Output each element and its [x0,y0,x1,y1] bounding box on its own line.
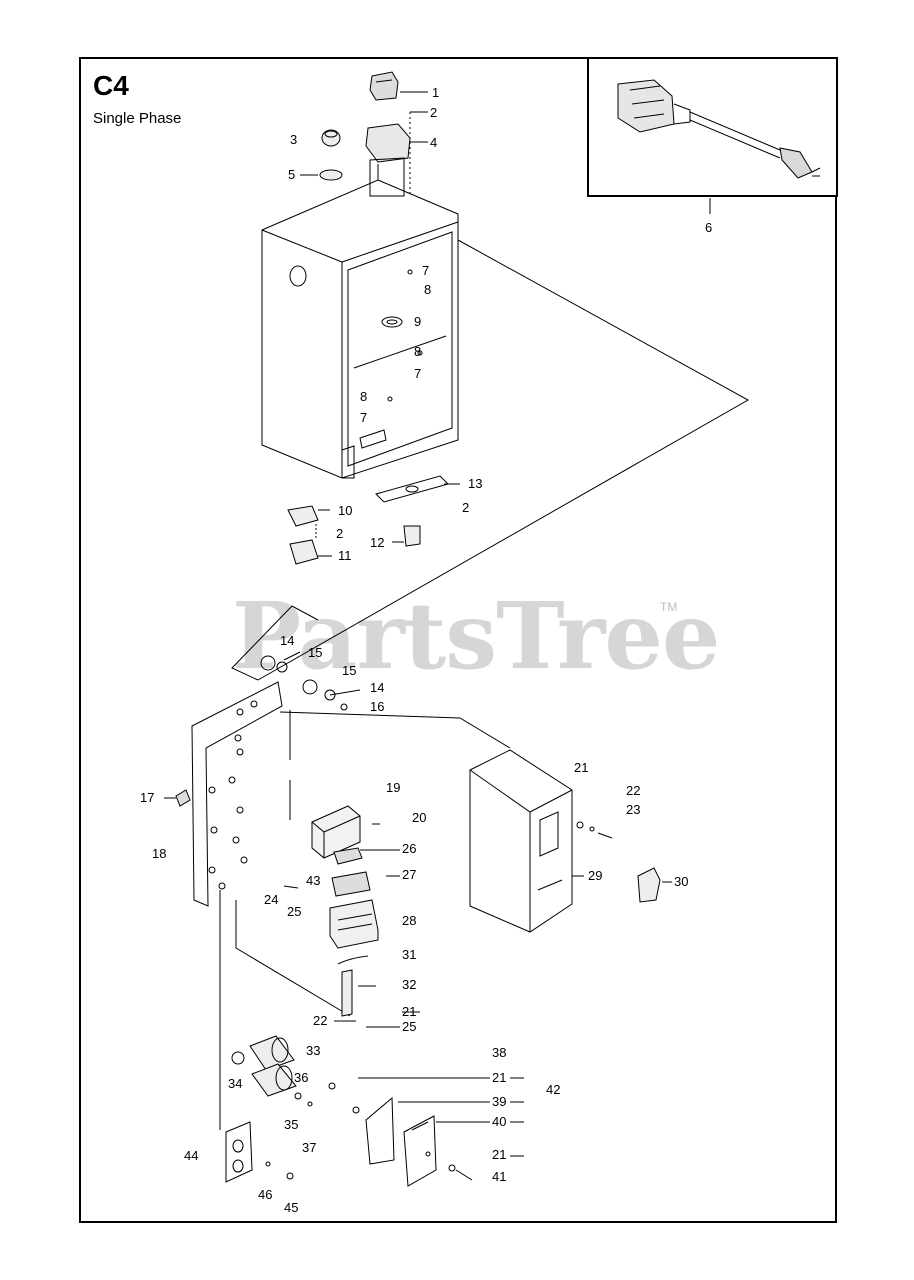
callout-6: 6 [705,220,713,235]
callout-8c: 8 [360,389,368,404]
callout-19: 19 [386,780,401,795]
callout-14: 14 [280,633,295,648]
callout-40: 40 [492,1114,507,1129]
watermark-trademark: TM [660,600,678,614]
callout-28: 28 [402,913,417,928]
callout-29: 29 [588,868,603,883]
callout-17: 17 [140,790,155,805]
callout-34: 34 [228,1076,243,1091]
callout-16: 16 [370,699,385,714]
callout-18: 18 [152,846,167,861]
callout-21d: 21 [492,1147,507,1162]
callout-39: 39 [492,1094,507,1109]
inverter-box [469,749,672,933]
callout-2: 2 [430,105,438,120]
top-switch-parts [300,71,428,290]
callout-21c: 21 [492,1070,507,1085]
callout-31: 31 [402,947,417,962]
callout-42: 42 [546,1082,561,1097]
capacitors-and-brackets [225,1035,473,1187]
callout-21b: 21 [402,1004,417,1019]
callout-33: 33 [306,1043,321,1058]
callout-21: 21 [574,760,589,775]
watermark-logo: PartsTree [232,582,720,690]
callout-15: 15 [308,645,323,660]
callout-8b: 8 [414,344,422,359]
chassis-plate [164,681,283,907]
callout-43: 43 [306,873,321,888]
callout-14b: 14 [370,680,385,695]
callout-24: 24 [264,892,279,907]
callout-25: 25 [287,904,302,919]
callout-26: 26 [402,841,417,856]
callout-10: 10 [338,503,353,518]
diagram-frame [79,57,837,1223]
callout-22b: 22 [313,1013,328,1028]
callout-35: 35 [284,1117,299,1132]
power-cord-drawing [617,79,821,179]
callout-5: 5 [288,167,296,182]
callout-7: 7 [422,263,430,278]
callout-30: 30 [674,874,689,889]
callout-38: 38 [492,1045,507,1060]
middle-small-parts [260,475,460,711]
section-subtitle: Single Phase [93,110,182,127]
callout-23: 23 [626,802,641,817]
callout-12: 12 [370,535,385,550]
callout-8: 8 [424,282,432,297]
callout-36: 36 [294,1070,309,1085]
callout-4: 4 [430,135,438,150]
callout-3: 3 [290,132,298,147]
callout-7b: 7 [414,366,422,381]
callout-25b: 25 [402,1019,417,1034]
callout-27: 27 [402,867,417,882]
callout-45: 45 [284,1200,299,1215]
callout-32: 32 [402,977,417,992]
callout-2c: 2 [462,500,470,515]
callout-7c: 7 [360,410,368,425]
section-title: C4 [93,70,129,101]
callout-41: 41 [492,1169,507,1184]
callout-13: 13 [468,476,483,491]
callout-22: 22 [626,783,641,798]
callout-2b: 2 [336,526,344,541]
assembly-lines [219,239,750,1130]
callout-11: 11 [338,548,352,563]
callout-37: 37 [302,1140,317,1155]
callout-46: 46 [258,1187,273,1202]
callout-15b: 15 [342,663,357,678]
callout-1: 1 [432,85,440,100]
electronic-components [311,805,380,1017]
enclosure-box [261,157,459,479]
callout-9: 9 [414,314,422,329]
callout-44: 44 [184,1148,199,1163]
callout-20: 20 [412,810,427,825]
